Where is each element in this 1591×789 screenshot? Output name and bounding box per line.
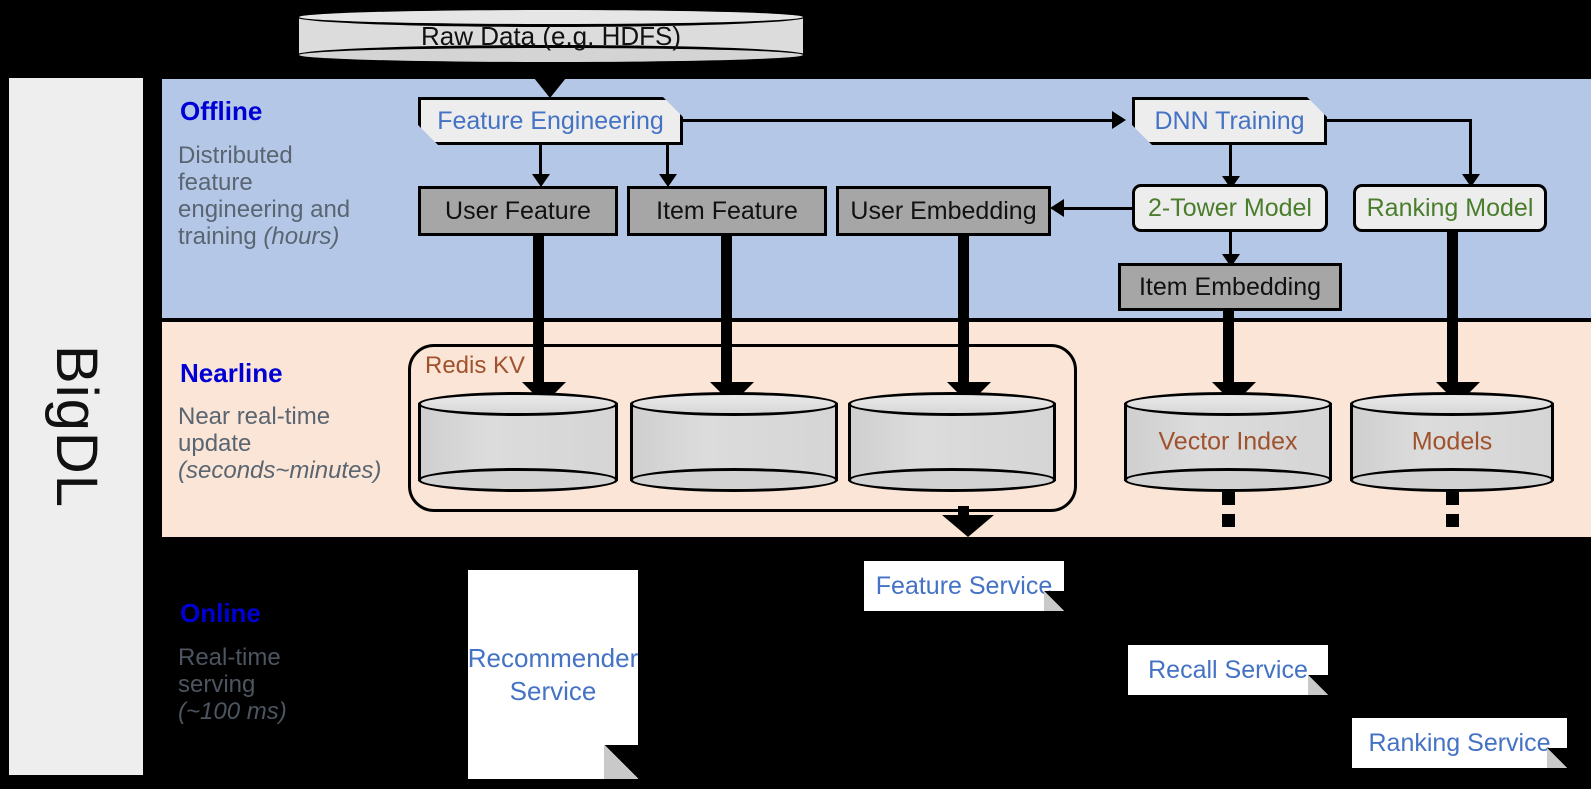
item-feature-label: Item Feature <box>656 196 798 225</box>
recommender-service-line2: Service <box>509 675 597 706</box>
store-user-feature-top <box>418 392 618 416</box>
offline-sub-italic: (hours) <box>263 222 340 250</box>
offline-sub-l4: training <box>178 222 264 250</box>
bigdl-framework-rail: BigDL <box>5 74 147 779</box>
store-item-feature-bottom <box>630 468 838 492</box>
pipe-redis-featureservice <box>958 506 969 518</box>
node-ranking-service[interactable]: Ranking Service <box>1352 718 1567 768</box>
pipe-vectorindex-recall-seg2 <box>1222 514 1235 527</box>
recommender-service-line1: Recommender <box>467 643 639 673</box>
pipe-user-embedding <box>958 236 969 388</box>
edge-dnn-ranking-arrow <box>1462 174 1480 187</box>
node-user-embedding[interactable]: User Embedding <box>836 186 1051 236</box>
lane-subtitle-offline: Distributed feature engineering and trai… <box>178 142 418 251</box>
edge-fe-userfeature-line <box>539 145 542 180</box>
feature-engineering-label: Feature Engineering <box>437 106 664 135</box>
ranking-service-fold-corner <box>1547 748 1567 768</box>
dnn-training-label: DNN Training <box>1154 106 1305 135</box>
edge-twotower-itememb-line <box>1229 232 1232 260</box>
redis-kv-label: Redis KV <box>425 352 526 379</box>
edge-fe-userfeature-arrow <box>532 174 550 187</box>
store-user-embedding-bottom <box>848 468 1056 492</box>
node-feature-service[interactable]: Feature Service <box>864 561 1064 611</box>
edge-dnn-ranking-h <box>1327 119 1472 122</box>
store-item-feature-top <box>630 392 838 416</box>
recommender-service-fold-corner <box>604 745 638 779</box>
node-feature-engineering[interactable]: Feature Engineering <box>418 97 683 145</box>
store-user-embedding-cylinder[interactable] <box>848 392 1056 492</box>
edge-dnn-twotower-line <box>1229 145 1232 181</box>
user-embedding-label: User Embedding <box>850 196 1037 225</box>
edge-rawdata-fe-line <box>549 63 557 81</box>
pipe-ranking-model <box>1447 232 1458 388</box>
store-user-embedding-top <box>848 392 1056 416</box>
pipe-models-ranking-seg2 <box>1446 514 1459 527</box>
node-item-embedding[interactable]: Item Embedding <box>1118 263 1342 311</box>
lane-subtitle-nearline: Near real-time update (seconds~minutes) <box>178 403 428 485</box>
recall-service-label: Recall Service <box>1148 655 1308 684</box>
nearline-sub-l1: Near real-time <box>178 403 331 430</box>
store-user-feature-cylinder[interactable] <box>418 392 618 492</box>
online-sub-l2: serving <box>178 670 256 698</box>
two-tower-model-label: 2-Tower Model <box>1148 193 1312 222</box>
pipe-redis-featureservice-arrow <box>942 515 994 537</box>
node-user-feature[interactable]: User Feature <box>418 186 618 236</box>
offline-sub-l3: engineering and <box>178 195 351 223</box>
models-top <box>1350 392 1554 416</box>
node-ranking-model[interactable]: Ranking Model <box>1353 184 1547 232</box>
models-bottom <box>1350 468 1554 492</box>
redis-kv-group <box>408 344 1077 512</box>
pipe-item-feature <box>721 236 732 388</box>
models-label: Models <box>1411 427 1493 456</box>
edge-dnn-ranking-v <box>1469 119 1472 179</box>
node-dnn-training[interactable]: DNN Training <box>1132 97 1327 145</box>
pipe-user-feature <box>533 236 544 388</box>
nearline-sub-italic: (seconds~minutes) <box>178 456 382 484</box>
store-user-feature-bottom <box>418 468 618 492</box>
edge-fe-dnn-arrow <box>1112 111 1126 129</box>
edge-fe-itemfeature-arrow <box>659 174 677 187</box>
raw-data-top <box>296 7 806 27</box>
vector-index-label: Vector Index <box>1158 427 1298 456</box>
vector-index-top <box>1124 392 1332 416</box>
online-sub-l1: Real-time <box>178 644 281 671</box>
offline-sub-l2: feature <box>178 168 253 196</box>
lane-title-online: Online <box>180 598 261 628</box>
user-feature-label: User Feature <box>445 196 591 225</box>
edge-twotower-useremb-line <box>1064 207 1134 210</box>
models-cylinder[interactable]: Models <box>1350 392 1554 492</box>
feature-service-fold-corner <box>1044 591 1064 611</box>
vector-index-bottom <box>1124 468 1332 492</box>
offline-sub-l1: Distributed <box>178 142 293 169</box>
edge-rawdata-fe-arrow <box>534 78 566 98</box>
edge-fe-itemfeature-line <box>666 145 669 180</box>
lane-title-nearline: Nearline <box>180 358 283 388</box>
edge-twotower-useremb-arrow <box>1050 199 1064 217</box>
lane-title-offline: Offline <box>180 96 263 126</box>
raw-data-cylinder[interactable]: Raw Data (e.g. HDFS) <box>296 7 806 65</box>
edge-fe-dnn-line <box>683 119 1114 122</box>
nearline-sub-l2: update <box>178 429 252 457</box>
node-recommender-service[interactable]: Recommender Service <box>468 570 638 779</box>
ranking-model-label: Ranking Model <box>1366 193 1534 222</box>
store-item-feature-cylinder[interactable] <box>630 392 838 492</box>
recall-service-fold-corner <box>1308 675 1328 695</box>
pipe-models-ranking-seg1 <box>1446 492 1459 505</box>
vector-index-cylinder[interactable]: Vector Index <box>1124 392 1332 492</box>
item-embedding-label: Item Embedding <box>1138 272 1322 301</box>
lane-subtitle-online: Real-time serving (~100 ms) <box>178 644 418 726</box>
online-sub-italic: (~100 ms) <box>178 697 287 725</box>
node-recall-service[interactable]: Recall Service <box>1128 645 1328 695</box>
bigdl-label: BigDL <box>43 345 109 508</box>
raw-data-label: Raw Data (e.g. HDFS) <box>420 20 682 51</box>
node-2-tower-model[interactable]: 2-Tower Model <box>1132 184 1328 232</box>
pipe-vectorindex-recall-seg1 <box>1222 492 1235 505</box>
feature-service-label: Feature Service <box>875 571 1053 600</box>
recommender-service-text: Recommender Service <box>468 642 639 707</box>
ranking-service-label: Ranking Service <box>1368 728 1551 757</box>
pipe-item-embedding <box>1223 311 1234 388</box>
node-item-feature[interactable]: Item Feature <box>627 186 827 236</box>
